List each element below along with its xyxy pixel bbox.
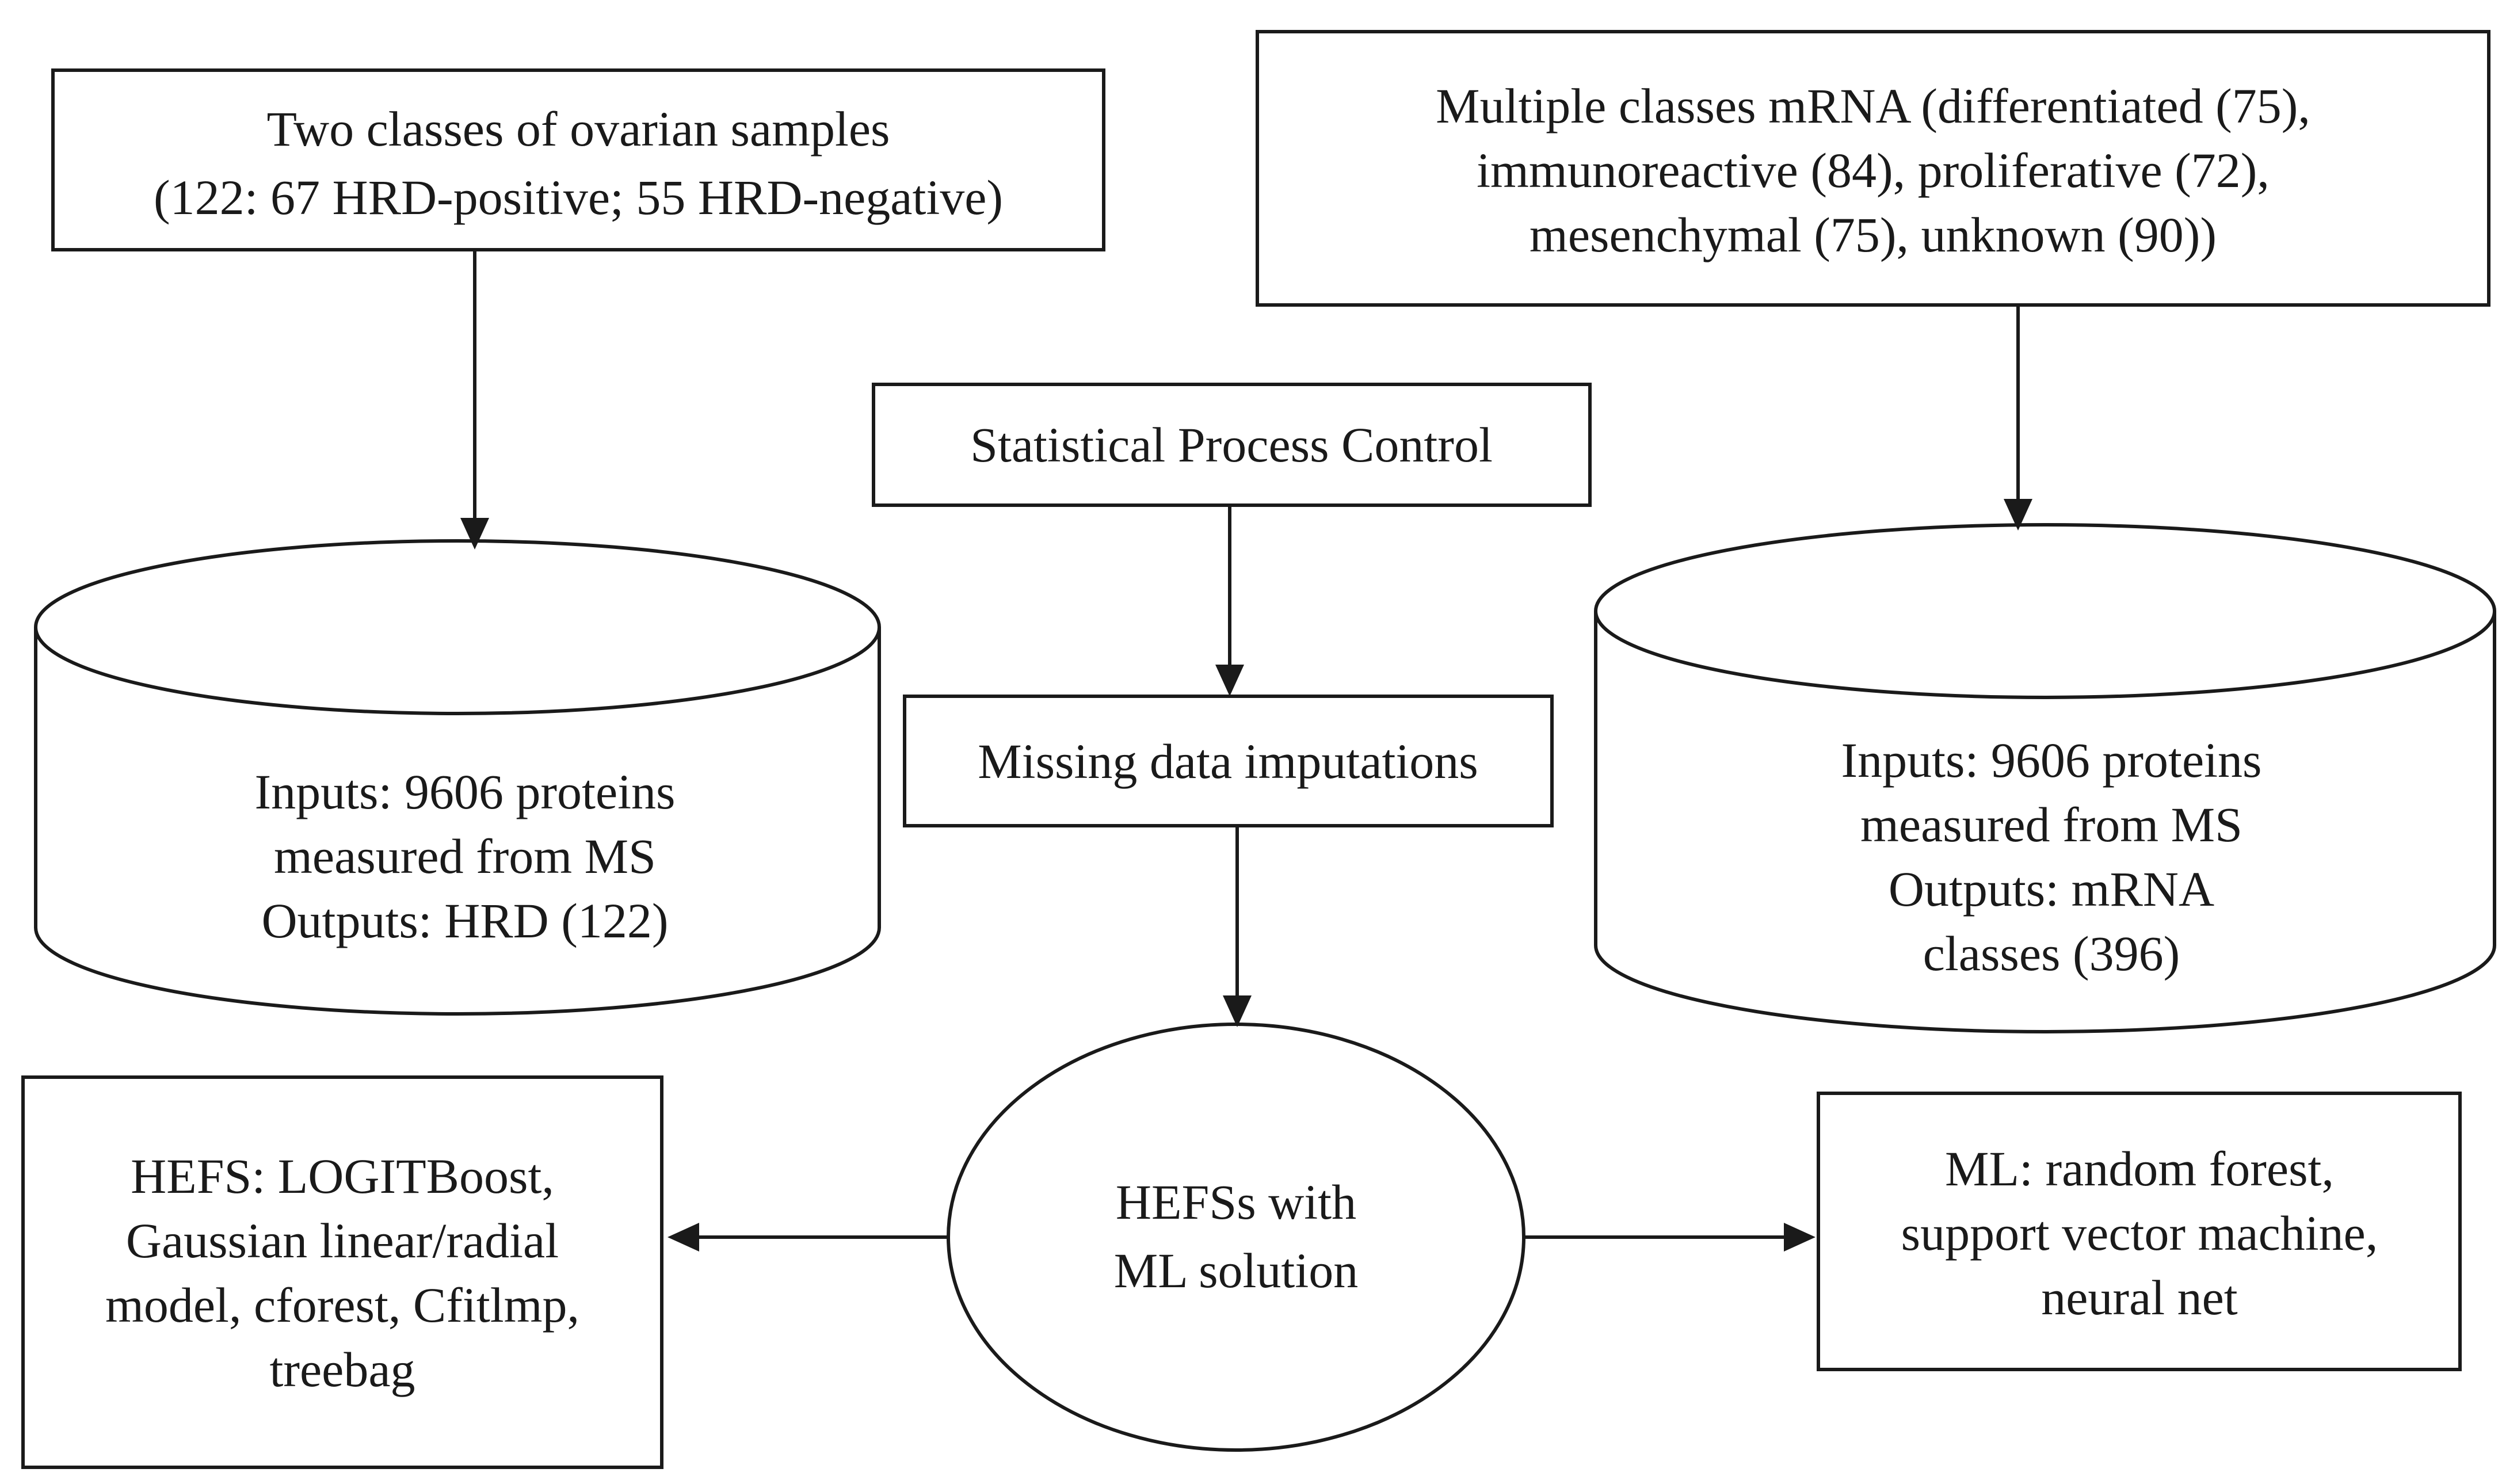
spc-box: Statistical Process Control xyxy=(872,383,1592,507)
arrow-hefs-ml-to-ml-methods xyxy=(1524,1223,1816,1252)
hefs-ml-ellipse: HEFSs with ML solution xyxy=(947,1023,1525,1452)
mrna-dataset-cylinder: Inputs: 9606 proteins measured from MS O… xyxy=(1594,523,2496,1033)
mrna-dataset-line-1: Inputs: 9606 proteins xyxy=(1841,733,2262,788)
arrow-mrna-classes-to-dataset xyxy=(2004,305,2032,531)
hrd-dataset-cylinder: Inputs: 9606 proteins measured from MS O… xyxy=(34,539,881,1016)
arrow-hefs-ml-to-hefs-methods xyxy=(668,1223,948,1252)
ml-methods-line-1: ML: random forest, xyxy=(1945,1141,2334,1196)
mrna-classes-line-3: mesenchymal (75), unknown (90)) xyxy=(1530,207,2217,262)
imputation-box: Missing data imputations xyxy=(903,695,1554,827)
hefs-methods-line-3: model, cforest, Cfitlmp, xyxy=(105,1277,579,1333)
mrna-classes-line-1: Multiple classes mRNA (differentiated (7… xyxy=(1436,78,2310,133)
hefs-methods-line-1: HEFS: LOGITBoost, xyxy=(131,1149,554,1204)
mrna-classes-box: Multiple classes mRNA (differentiated (7… xyxy=(1256,30,2490,307)
hefs-methods-box: HEFS: LOGITBoost, Gaussian linear/radial… xyxy=(21,1075,663,1469)
hrd-samples-line-1: Two classes of ovarian samples xyxy=(266,101,890,157)
mrna-dataset-line-3: Outputs: mRNA xyxy=(1889,861,2214,917)
hrd-dataset-line-3: Outputs: HRD (122) xyxy=(261,893,668,948)
mrna-dataset-line-2: measured from MS xyxy=(1860,797,2242,852)
arrow-hrd-samples-to-dataset xyxy=(460,250,489,550)
hrd-dataset-line-1: Inputs: 9606 proteins xyxy=(255,764,676,819)
hrd-samples-box: Two classes of ovarian samples (122: 67 … xyxy=(51,68,1105,251)
ml-methods-box: ML: random forest, support vector machin… xyxy=(1817,1092,2462,1371)
ml-methods-line-3: neural net xyxy=(2041,1270,2238,1325)
imputation-label: Missing data imputations xyxy=(978,734,1478,789)
arrow-imputation-to-hefs-ml xyxy=(1223,826,1252,1027)
hefs-ml-line-2: ML solution xyxy=(1114,1243,1358,1298)
hefs-methods-line-4: treebag xyxy=(269,1342,415,1397)
ml-methods-line-2: support vector machine, xyxy=(1901,1205,2378,1261)
hefs-methods-line-2: Gaussian linear/radial xyxy=(126,1213,559,1268)
mrna-classes-line-2: immunoreactive (84), proliferative (72), xyxy=(1477,143,2270,198)
spc-label: Statistical Process Control xyxy=(970,417,1493,472)
arrow-spc-to-imputation xyxy=(1215,505,1244,696)
hrd-samples-line-2: (122: 67 HRD-positive; 55 HRD-negative) xyxy=(154,170,1003,225)
hefs-ml-line-1: HEFSs with xyxy=(1116,1174,1356,1230)
hrd-dataset-line-2: measured from MS xyxy=(274,829,656,884)
mrna-dataset-line-4: classes (396) xyxy=(1923,926,2180,981)
